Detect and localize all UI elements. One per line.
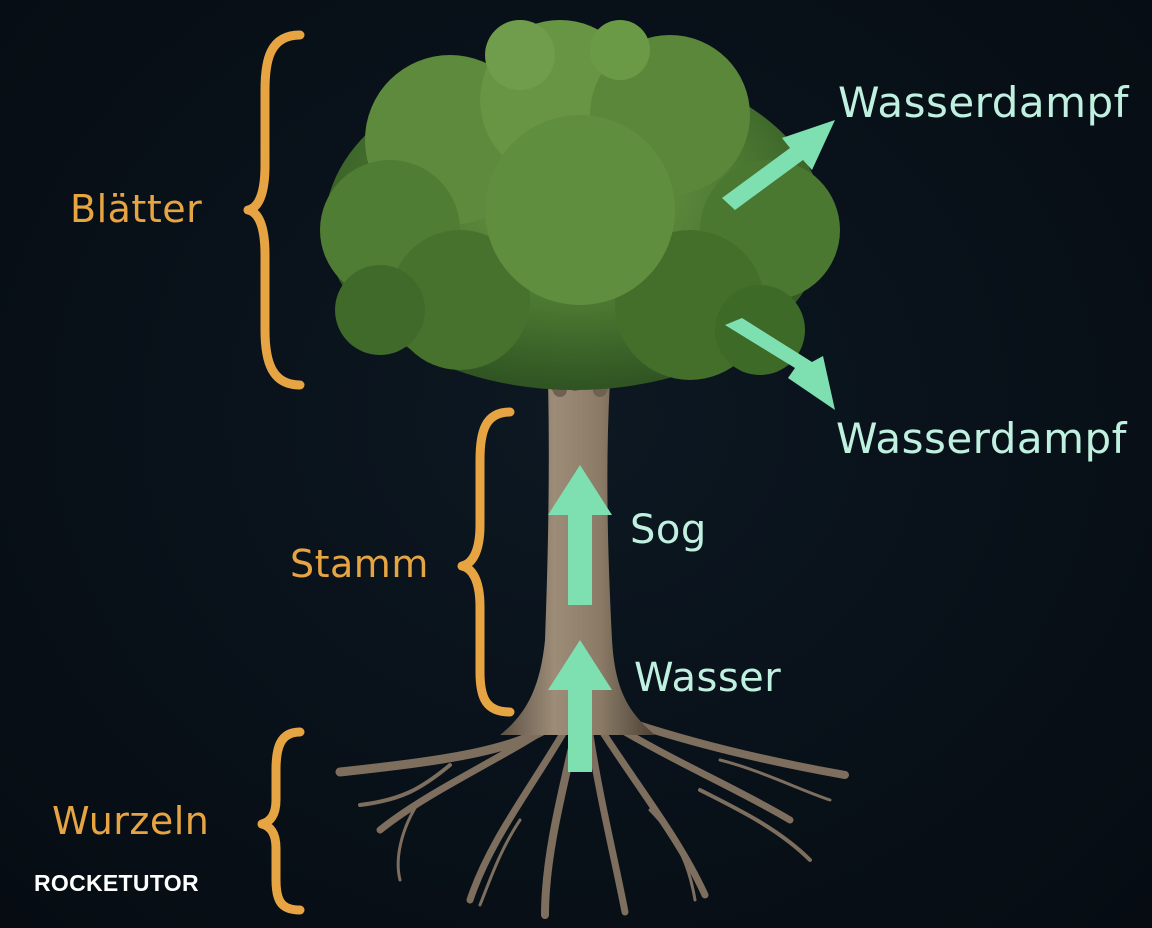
label-trunk: Stamm (290, 542, 429, 586)
leaves-brace (243, 30, 305, 390)
brand-logo: ROCKETUTOR (34, 870, 199, 896)
vapor-arrow-top (722, 120, 835, 210)
suction-arrow (548, 465, 612, 605)
foliage-graphic (320, 20, 840, 390)
label-suction: Sog (630, 507, 707, 553)
water-arrow (548, 640, 612, 772)
label-vapor-bottom: Wasserdampf (836, 414, 1127, 463)
flow-arrows (548, 120, 835, 772)
roots-brace (257, 727, 305, 915)
vapor-arrow-bottom (725, 318, 835, 410)
label-leaves: Blätter (70, 187, 203, 231)
label-roots: Wurzeln (52, 799, 210, 843)
brace-graphics (243, 30, 515, 915)
trunk-brace (457, 407, 515, 717)
label-water: Wasser (634, 655, 782, 701)
roots-graphic (335, 711, 849, 919)
label-vapor-top: Wasserdampf (838, 78, 1129, 127)
